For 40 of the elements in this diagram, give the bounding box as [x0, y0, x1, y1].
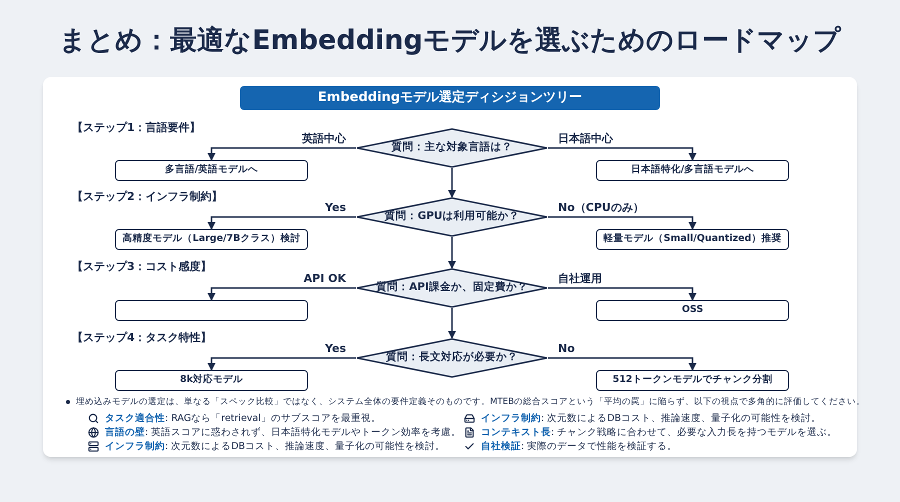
- outcome-box: 512トークンモデルでチャンク分割: [596, 370, 789, 391]
- arrow: [548, 216, 696, 230]
- arrow: [208, 147, 356, 161]
- arrow: [448, 168, 456, 198]
- edge-label: 自社運用: [556, 273, 604, 284]
- note-text: 埋め込みモデルの選定は、単なる「スペック比較」ではなく、システム全体の要件定義そのものです。MTEBの総合スコアという「平均の罠」に陥らず、以下の視点で多角的に評価してください。: [76, 398, 865, 407]
- arrow: [208, 216, 356, 230]
- outcome-box: 多言語/英語モデルへ: [115, 160, 308, 181]
- header-banner: Embeddingモデル選定ディシジョンツリー: [240, 86, 660, 110]
- step-heading: 【ステップ1：言語要件】: [72, 120, 201, 136]
- arrow: [548, 287, 696, 301]
- arrow: [448, 237, 456, 269]
- arrow: [548, 147, 696, 161]
- step-heading: 【ステップ2：インフラ制約】: [72, 189, 223, 205]
- outcome-box: OSS: [596, 300, 789, 321]
- criteria-text: タスク適合性: RAGなら「retrieval」のサブスコアを最重視。: [105, 414, 381, 424]
- arrow: [448, 308, 456, 339]
- edge-label: Yes: [323, 202, 348, 213]
- edge-label: 英語中心: [300, 133, 348, 144]
- criteria-text: コンテキスト長: チャンク戦略に合わせて、必要な入力長を持つモデルを選ぶ。: [481, 428, 838, 438]
- edge-label: No: [556, 343, 577, 354]
- outcome-box: 軽量モデル（Small/Quantized）推奨: [596, 229, 789, 250]
- edge-label: API OK: [302, 273, 348, 284]
- arrow: [208, 287, 356, 301]
- edge-label: 日本語中心: [556, 133, 615, 144]
- arrow: [208, 357, 356, 371]
- criteria-text: 自社検証: 実際のデータで性能を検証する。: [481, 442, 678, 452]
- step-heading: 【ステップ3：コスト感度】: [72, 259, 212, 275]
- page-title: まとめ：最適なEmbeddingモデルを選ぶためのロードマップ: [58, 24, 842, 58]
- outcome-box: 日本語特化/多言語モデルへ: [596, 160, 789, 181]
- step-heading: 【ステップ4：タスク特性】: [72, 330, 212, 346]
- decision-question: 質問：主な対象言語は？: [392, 140, 512, 156]
- criteria-text: インフラ制約: 次元数によるDBコスト、推論速度、量子化の可能性を検討。: [481, 414, 822, 424]
- outcome-box: [115, 300, 308, 321]
- edge-label: Yes: [323, 343, 348, 354]
- outcome-box: 8k対応モデル: [115, 370, 308, 391]
- arrow: [548, 357, 696, 371]
- criteria-text: 言語の壁: 英語スコアに惑わされず、日本語特化モデルやトークン効率を考慮。: [105, 428, 462, 438]
- outcome-box: 高精度モデル（Large/7Bクラス）検討: [115, 229, 308, 250]
- criteria-text: インフラ制約: 次元数によるDBコスト、推論速度、量子化の可能性を検討。: [105, 442, 446, 452]
